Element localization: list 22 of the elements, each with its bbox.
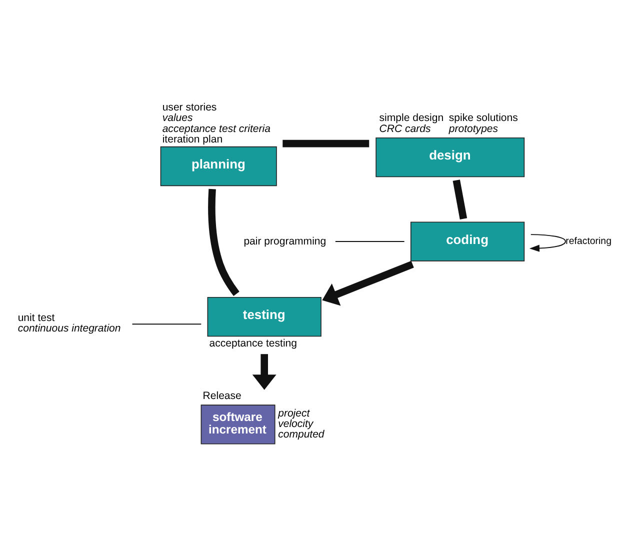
- node-label: Release: [202, 390, 242, 402]
- edge-label: refactoring: [566, 236, 612, 248]
- node-label: spike solutions: [448, 112, 518, 124]
- node-text: pair programming: [244, 235, 326, 248]
- node-label: values: [162, 112, 193, 124]
- node-text: unit test continuous integration: [18, 312, 121, 335]
- connector: [208, 188, 240, 296]
- connector: [282, 140, 370, 148]
- connector: [334, 241, 405, 242]
- node-label: simple design: [379, 112, 444, 124]
- node-label: acceptance test criteria: [162, 122, 270, 135]
- node-label: acceptance testing: [209, 337, 297, 350]
- arrow: [529, 234, 566, 252]
- arrow: [322, 260, 414, 306]
- node-label: prototypes: [448, 122, 498, 135]
- node-label: user stories: [162, 102, 217, 114]
- node-label: CRC cards: [379, 122, 431, 135]
- connector: [452, 180, 468, 220]
- node-label: iteration plan: [162, 133, 223, 146]
- connector: [132, 324, 202, 325]
- node-label: project velocity computed: [278, 407, 324, 440]
- arrow: [252, 354, 276, 390]
